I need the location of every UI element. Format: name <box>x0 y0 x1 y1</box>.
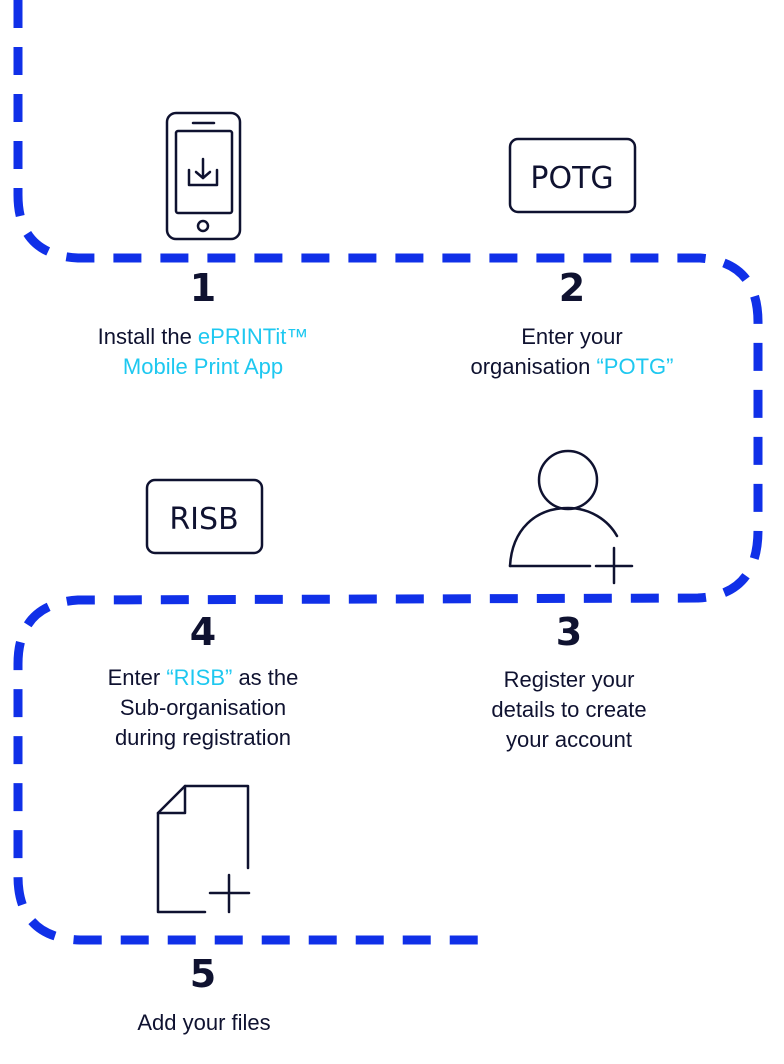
step-3-line3: your account <box>506 727 632 752</box>
dashed-path <box>13 0 763 945</box>
step-2-text: organisation <box>470 354 597 379</box>
step-4-text-pre: Enter <box>107 665 167 690</box>
potg-code-box-icon: POTG <box>508 137 637 214</box>
step-4-line2: Sub-organisation <box>119 695 287 720</box>
step-3-line2: details to create <box>491 697 647 722</box>
step-1-caption: Install the ePRINTit™ Mobile Print App <box>70 322 336 382</box>
step-3-line1: Register your <box>503 667 635 692</box>
step-4-text-post: as the <box>232 665 299 690</box>
step-3-number: 3 <box>555 610 583 654</box>
add-file-icon <box>156 784 251 914</box>
step-2-caption: Enter your organisation “POTG” <box>430 322 714 382</box>
add-user-icon <box>508 449 634 585</box>
step-5-number: 5 <box>189 952 217 996</box>
step-2-number: 2 <box>558 266 586 310</box>
step-1-number: 1 <box>189 266 217 310</box>
step-4-line3: during registration <box>114 725 292 750</box>
step-1-text: Install the <box>97 324 198 349</box>
risb-box-text: RISB <box>169 502 238 537</box>
potg-highlight: “POTG” <box>596 354 674 379</box>
risb-highlight: “RISB” <box>166 665 233 690</box>
smartphone-download-icon <box>165 111 242 241</box>
app-name-highlight-line2: Mobile Print App <box>122 354 284 379</box>
risb-code-box-icon: RISB <box>145 478 264 555</box>
app-name-highlight: ePRINTit™ <box>197 324 309 349</box>
step-5-line1: Add your files <box>137 1010 271 1035</box>
step-2-line1: Enter your <box>521 324 623 349</box>
step-4-number: 4 <box>189 610 217 654</box>
step-5-caption: Add your files <box>90 1008 318 1038</box>
step-3-caption: Register your details to create your acc… <box>440 665 698 755</box>
step-4-caption: Enter “RISB” as the Sub-organisation dur… <box>64 663 342 753</box>
potg-box-text: POTG <box>530 161 613 196</box>
